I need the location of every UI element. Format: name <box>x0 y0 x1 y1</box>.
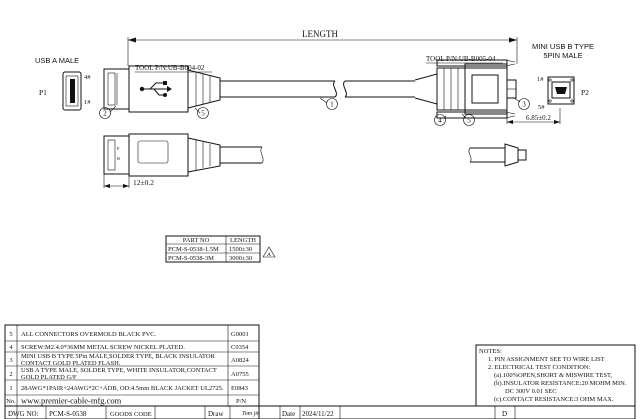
balloon-5: 5 <box>201 110 205 118</box>
balloon-4: 4 <box>438 117 442 125</box>
tool-right-label: TOOL P/N:UB-B005-04 <box>426 55 496 63</box>
note-line: 1. PIN ASSIGNMENT SEE TO WIRE LIST <box>488 356 605 363</box>
bom-no: 4 <box>9 344 13 351</box>
part-table-header-length: LENGTH <box>230 237 256 244</box>
notes-heading: NOTES: <box>479 348 502 355</box>
note-line: (a).100%OPEN,SHORT & MISWIRE TEST, <box>494 372 612 379</box>
bom-code: E0843 <box>231 385 248 392</box>
mini-b-title-line2: 5PIN MALE <box>543 51 582 60</box>
usb-a-end-view: USB A MALE 4# 1# P1 <box>35 56 91 111</box>
bom-desc: USB A TYPE MALE, SOLDER TYPE, WHITE INSU… <box>21 367 217 374</box>
bom-desc: 28AWG*1PAIR+24AWG*2C+ADB, OD:4.5mm BLACK… <box>21 385 224 392</box>
mini-b-pin-start: 1# <box>537 76 544 83</box>
bom-no: 5 <box>9 331 12 338</box>
svg-text:B: B <box>117 156 120 161</box>
draw-label: Draw <box>208 410 224 418</box>
date-label: Date <box>282 410 295 418</box>
part-table-cell: PCM-S-0538-3M <box>168 255 214 262</box>
mini-b-title-line1: MINI USB B TYPE <box>532 42 594 51</box>
note-line: 2. ELECTRICAL TEST CONDITION: <box>488 364 591 371</box>
date-value: 2024/11/22 <box>302 410 334 418</box>
bom-code: A0824 <box>231 357 249 364</box>
port-p1: P1 <box>39 88 47 97</box>
dwg-no: PCM-S-0538 <box>49 410 87 418</box>
notes-block: NOTES: 1. PIN ASSIGNMENT SEE TO WIRE LIS… <box>475 344 636 407</box>
length-label: LENGTH <box>302 29 338 39</box>
usb-a-title: USB A MALE <box>35 56 79 65</box>
part-table-cell: 1500±30 <box>229 246 252 253</box>
website: www.premier-cable-mfg.com <box>21 396 122 406</box>
revision-letter: D <box>502 410 507 418</box>
note-line: (b).INSULATOR RESISTANCE:20 MOHM MIN. <box>494 380 627 387</box>
title-block: DWG NO: PCM-S-0538 GOODS CODE Draw Tom j… <box>4 405 636 419</box>
cable-top-view <box>220 80 415 98</box>
bom-desc: SCREW:M2.4.0*36MM METAL SCREW NICKEL PLA… <box>21 344 185 351</box>
mini-b-top-view <box>414 59 517 119</box>
tool-left-label: TOOL P/N:UB-B004-02 <box>135 64 205 72</box>
balloon-callouts: 2 5 1 3 4 5 <box>99 97 530 126</box>
balloon-3: 3 <box>522 101 526 109</box>
pn-label: P/N <box>236 398 246 405</box>
side-view: F B 12±0.2 <box>103 133 527 188</box>
bom-no-label: No. <box>6 398 16 405</box>
goods-code-label: GOODS CODE <box>110 411 152 418</box>
length-dimension: LENGTH <box>127 29 518 66</box>
mini-b-width-dim: 6.85±0.2 <box>526 114 551 122</box>
usb-a-pin-end: 1# <box>84 99 91 106</box>
bom-code: G0001 <box>231 331 249 338</box>
balloon-1: 1 <box>330 101 334 109</box>
usb-a-pin-start: 4# <box>84 74 91 81</box>
mini-b-pin-end: 5# <box>538 104 545 111</box>
part-table-header-part: PART NO <box>183 237 210 244</box>
usb-a-pitch-dim: 12±0.2 <box>133 178 154 187</box>
balloon-2: 2 <box>103 110 107 118</box>
bom-no: 3 <box>9 357 12 364</box>
bom-no: 1 <box>9 385 12 392</box>
bom-desc: CONTACT GOLD PLATED FLASH. <box>21 360 121 367</box>
note-line: DC 300V 0.01 SEC <box>505 388 557 395</box>
note-line: (c).CONTACT RESISTANCE:3 OHM MAX. <box>494 396 614 403</box>
usb-a-top-view <box>103 65 221 113</box>
dwg-no-label: DWG NO: <box>8 410 39 418</box>
bom-desc: ALL CONNECTORS OVERMOLD BLACK PVC. <box>21 331 157 338</box>
bom-code: C0354 <box>231 344 249 351</box>
bom-no: 2 <box>9 371 12 378</box>
bom-table: 5 ALL CONNECTORS OVERMOLD BLACK PVC. G00… <box>4 324 260 419</box>
svg-text:F: F <box>117 146 120 151</box>
bom-desc: MINI USB B TYPE 5Pin MALE,SOLDER TYPE, B… <box>21 353 216 360</box>
draw-signature: Tom jin <box>242 411 260 417</box>
mini-b-end-view: MINI USB B TYPE 5PIN MALE 1# 5# P2 6.85±… <box>506 42 594 124</box>
port-p2: P2 <box>581 88 589 97</box>
revision-mark: A <box>267 252 271 258</box>
balloon-5-right: 5 <box>467 117 471 125</box>
part-table-cell: PCM-S-0538-1.5M <box>168 246 219 253</box>
usb-symbol-icon <box>139 81 172 97</box>
part-table: PART NO LENGTH PCM-S-0538-1.5M 1500±30 P… <box>165 235 276 263</box>
bom-code: A0755 <box>231 371 249 378</box>
part-table-cell: 3000±30 <box>229 255 252 262</box>
bom-desc: GOLD PLATED G/F <box>21 374 77 381</box>
